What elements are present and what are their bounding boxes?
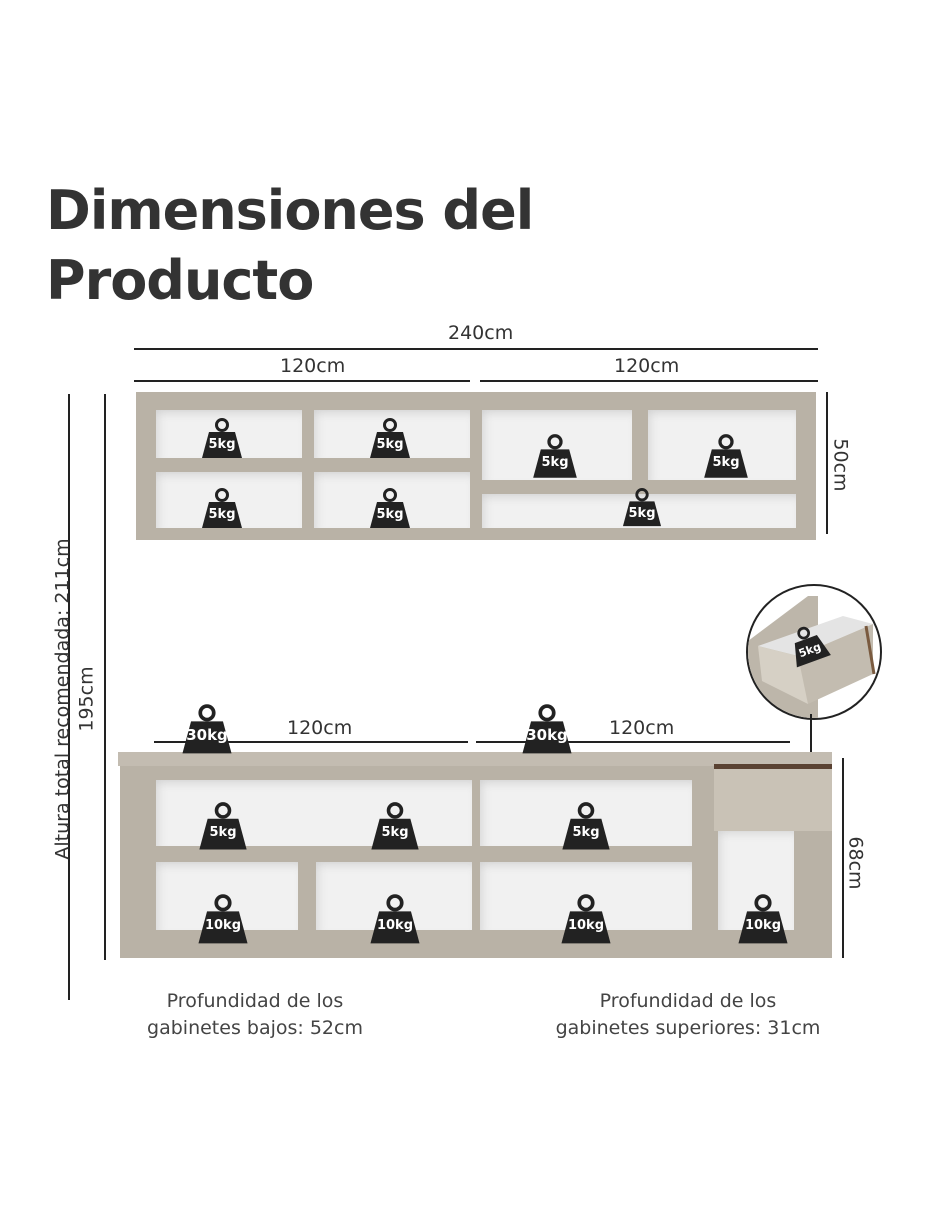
recommended-height-label: Altura total recomendada: 211cm: [51, 538, 74, 860]
total-height-line: [104, 394, 106, 960]
upper-height-line: [826, 392, 828, 534]
weight-icon: 5kg: [702, 434, 750, 480]
weight-icon: 5kg: [368, 418, 412, 460]
upper-height-label: 50cm: [829, 438, 852, 492]
weight-icon: 5kg: [200, 488, 244, 530]
upper-left-width-label: 120cm: [280, 355, 346, 377]
recommended-height-line: [68, 394, 70, 1000]
title-line-1: Dimensiones del: [46, 179, 534, 242]
weight-icon: 10kg: [736, 894, 790, 946]
weight-icon: 5kg: [560, 802, 612, 852]
weight-icon: 10kg: [559, 894, 613, 946]
lower-right-width-label: 120cm: [609, 717, 675, 739]
weight-icon: 5kg: [621, 488, 663, 528]
countertop: [118, 752, 832, 766]
lower-left-width-line: [154, 741, 468, 743]
weight-icon: 5kg: [783, 620, 834, 669]
total-width-line: [134, 348, 818, 350]
weight-icon: 5kg: [368, 488, 412, 530]
weight-icon: 30kg: [520, 704, 574, 756]
weight-icon: 5kg: [531, 434, 579, 480]
upper-left-width-line: [134, 380, 470, 382]
drawer-detail-pointer: [810, 714, 812, 782]
upper-right-width-line: [480, 380, 818, 382]
weight-icon: 5kg: [369, 802, 421, 852]
weight-icon: 5kg: [200, 418, 244, 460]
lower-height-label: 68cm: [844, 836, 867, 890]
weight-icon: 10kg: [368, 894, 422, 946]
page-title: Dimensiones del Producto: [46, 176, 534, 316]
weight-icon: 5kg: [197, 802, 249, 852]
total-height-label: 195cm: [75, 666, 98, 732]
weight-icon: 10kg: [196, 894, 250, 946]
upper-right-width-label: 120cm: [614, 355, 680, 377]
weight-icon: 30kg: [180, 704, 234, 756]
drawer[interactable]: [714, 764, 832, 831]
lower-height-line: [842, 758, 844, 958]
lower-right-width-line: [476, 741, 790, 743]
lower-left-width-label: 120cm: [287, 717, 353, 739]
total-width-label: 240cm: [448, 322, 514, 344]
upper-depth-note: Profundidad de los gabinetes superiores:…: [555, 990, 821, 1039]
lower-cabinets: [120, 764, 832, 958]
lower-depth-note: Profundidad de los gabinetes bajos: 52cm: [147, 990, 363, 1039]
title-line-2: Producto: [46, 249, 314, 312]
drawer-detail-circle: 5kg: [746, 584, 882, 720]
